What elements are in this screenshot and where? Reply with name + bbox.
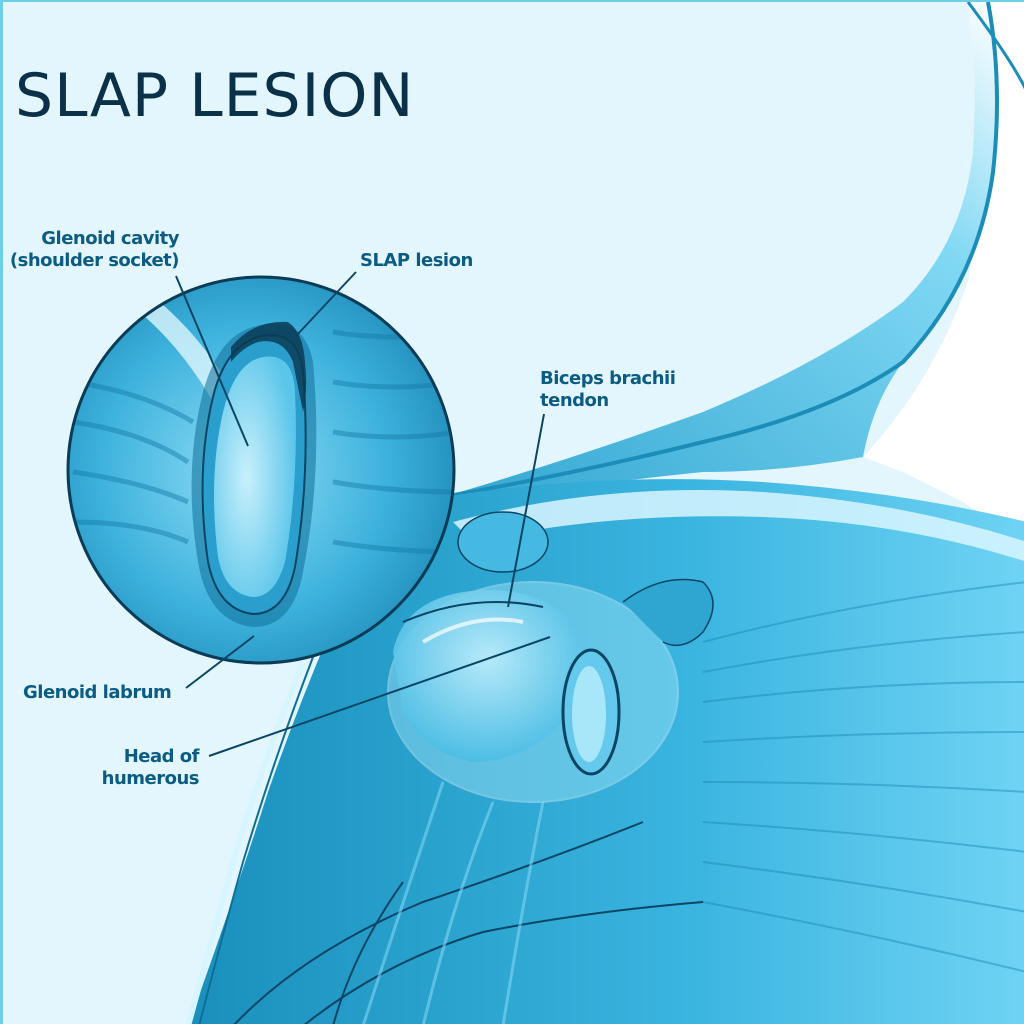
label-head-line2: humerous — [101, 768, 200, 789]
label-glenoid-labrum: Glenoid labrum — [23, 682, 172, 703]
shoulder-anatomy-artwork — [66, 2, 1024, 1024]
label-slap-lesion: SLAP lesion — [360, 250, 473, 271]
diagram-title: SLAP LESION — [15, 61, 415, 131]
label-biceps-line2: tendon — [540, 390, 609, 411]
label-glenoid-cavity-line2: (shoulder socket) — [9, 250, 180, 271]
label-biceps-brachii-tendon: Biceps brachii tendon — [540, 368, 676, 412]
label-head-of-humerous: Head of humerous — [63, 746, 200, 790]
label-biceps-line1: Biceps brachii — [540, 368, 676, 389]
label-glenoid-cavity-line1: Glenoid cavity — [41, 228, 179, 249]
label-glenoid-cavity: Glenoid cavity (shoulder socket) — [9, 228, 180, 272]
label-head-line1: Head of — [123, 746, 200, 767]
